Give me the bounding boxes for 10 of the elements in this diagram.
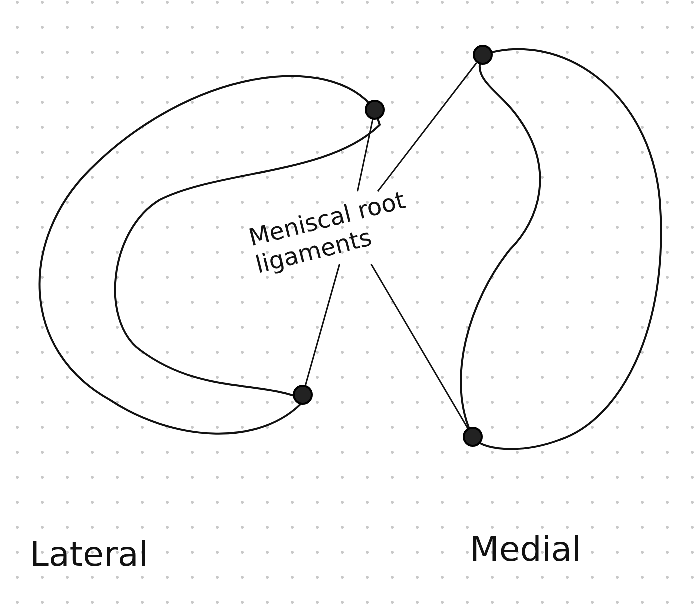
side-label: Medial <box>470 530 582 570</box>
side-label: Lateral <box>30 535 148 575</box>
root-attachment-dot <box>473 45 493 65</box>
leader-line <box>370 264 469 430</box>
leader-line <box>377 62 478 192</box>
root-attachment-dot <box>463 427 483 447</box>
root-attachment-dot <box>293 385 313 405</box>
leader-line <box>304 264 340 388</box>
root-attachment-dot <box>365 100 385 120</box>
leader-line <box>356 118 374 192</box>
